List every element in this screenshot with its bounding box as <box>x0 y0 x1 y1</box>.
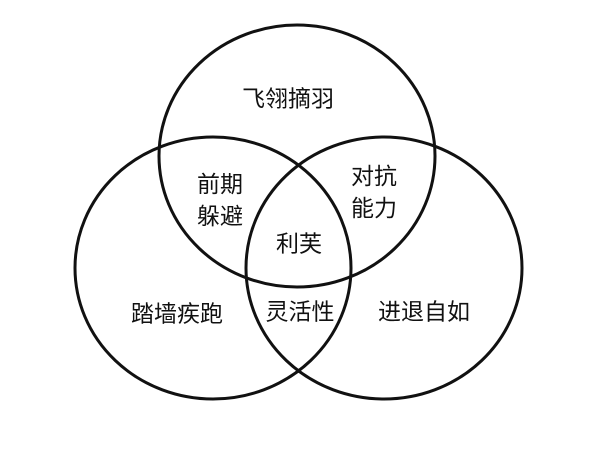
label-top-left: 前期 躲避 <box>197 169 243 233</box>
label-top-left-line2: 躲避 <box>197 204 243 230</box>
label-top-right: 对抗 能力 <box>351 161 397 225</box>
label-top-right-line2: 能力 <box>351 196 397 222</box>
label-top-right-line1: 对抗 <box>351 164 397 190</box>
label-top-only: 飞翎摘羽 <box>242 86 334 113</box>
label-left-right: 灵活性 <box>265 299 335 326</box>
circle-right <box>244 135 524 401</box>
label-right-only: 进退自如 <box>378 299 470 326</box>
label-left-only: 踏墙疾跑 <box>131 301 223 328</box>
circle-top <box>157 23 437 289</box>
circle-left <box>73 135 353 401</box>
label-center: 利芙 <box>276 231 322 258</box>
label-top-left-line1: 前期 <box>197 172 243 198</box>
